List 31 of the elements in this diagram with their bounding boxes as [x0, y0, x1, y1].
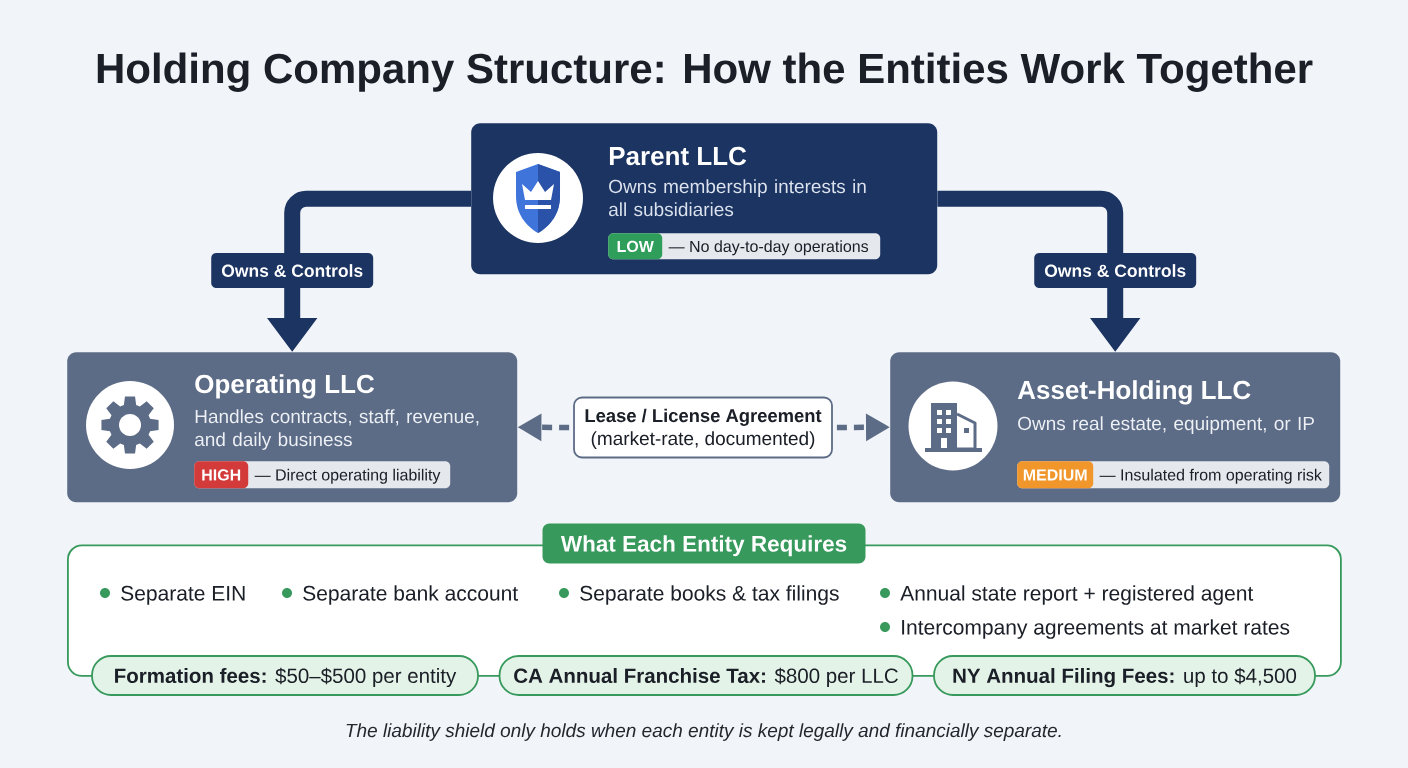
box-description: Owns membership interests in all subsidiaries	[609, 179, 866, 217]
box-title: Operating LLC	[195, 374, 375, 399]
agreement-title: Lease / License Agreement	[585, 408, 822, 426]
caption: The liability shield only holds when each entity is kept legally and financially separate.	[346, 723, 1061, 741]
risk-badge	[194, 461, 451, 489]
risk-level-tag: LOW	[608, 233, 663, 260]
heading-tab: What Each Entity Requires	[542, 523, 866, 564]
requirement-item: Annual state report + registered agent	[900, 585, 1254, 605]
risk-level-tag: MEDIUM	[1017, 461, 1094, 489]
risk-badge	[1017, 461, 1330, 489]
box-description: Handles contracts, staff, revenue, and daily business	[195, 409, 479, 450]
fee-pill: CA Annual Franchise Tax: $800 per LLC	[498, 655, 914, 696]
requirement-item: Intercompany agreements at market rates	[902, 619, 1290, 639]
requirement-item: Separate EIN	[121, 585, 245, 605]
title: Holding Company Structure: How the Entities Work Together	[97, 52, 1313, 92]
requirement-item: Separate books & tax filings	[580, 585, 839, 605]
fee-pill: Formation fees: $50–$500 per entity	[91, 655, 479, 696]
box-title: Asset-Holding LLC	[1017, 380, 1251, 405]
risk-note: — Direct operating liability	[254, 468, 441, 484]
risk-badge	[608, 233, 881, 260]
risk-note: — Insulated from operating risk	[1099, 468, 1322, 484]
edge-label: Owns & Controls	[211, 253, 374, 288]
fee-pill: NY Annual Filing Fees: up to $4,500	[933, 655, 1316, 696]
box-description: Owns real estate, equipment, or IP	[1018, 416, 1314, 434]
edge-label: Owns & Controls	[1034, 253, 1197, 288]
agreement-box	[573, 396, 833, 459]
risk-level-tag: HIGH	[194, 461, 249, 489]
requirement-item: Separate bank account	[303, 585, 518, 605]
agreement-note: (market-rate, documented)	[591, 431, 815, 449]
risk-note: — No day-to-day operations	[668, 240, 869, 256]
box-title: Parent LLC	[609, 146, 747, 166]
